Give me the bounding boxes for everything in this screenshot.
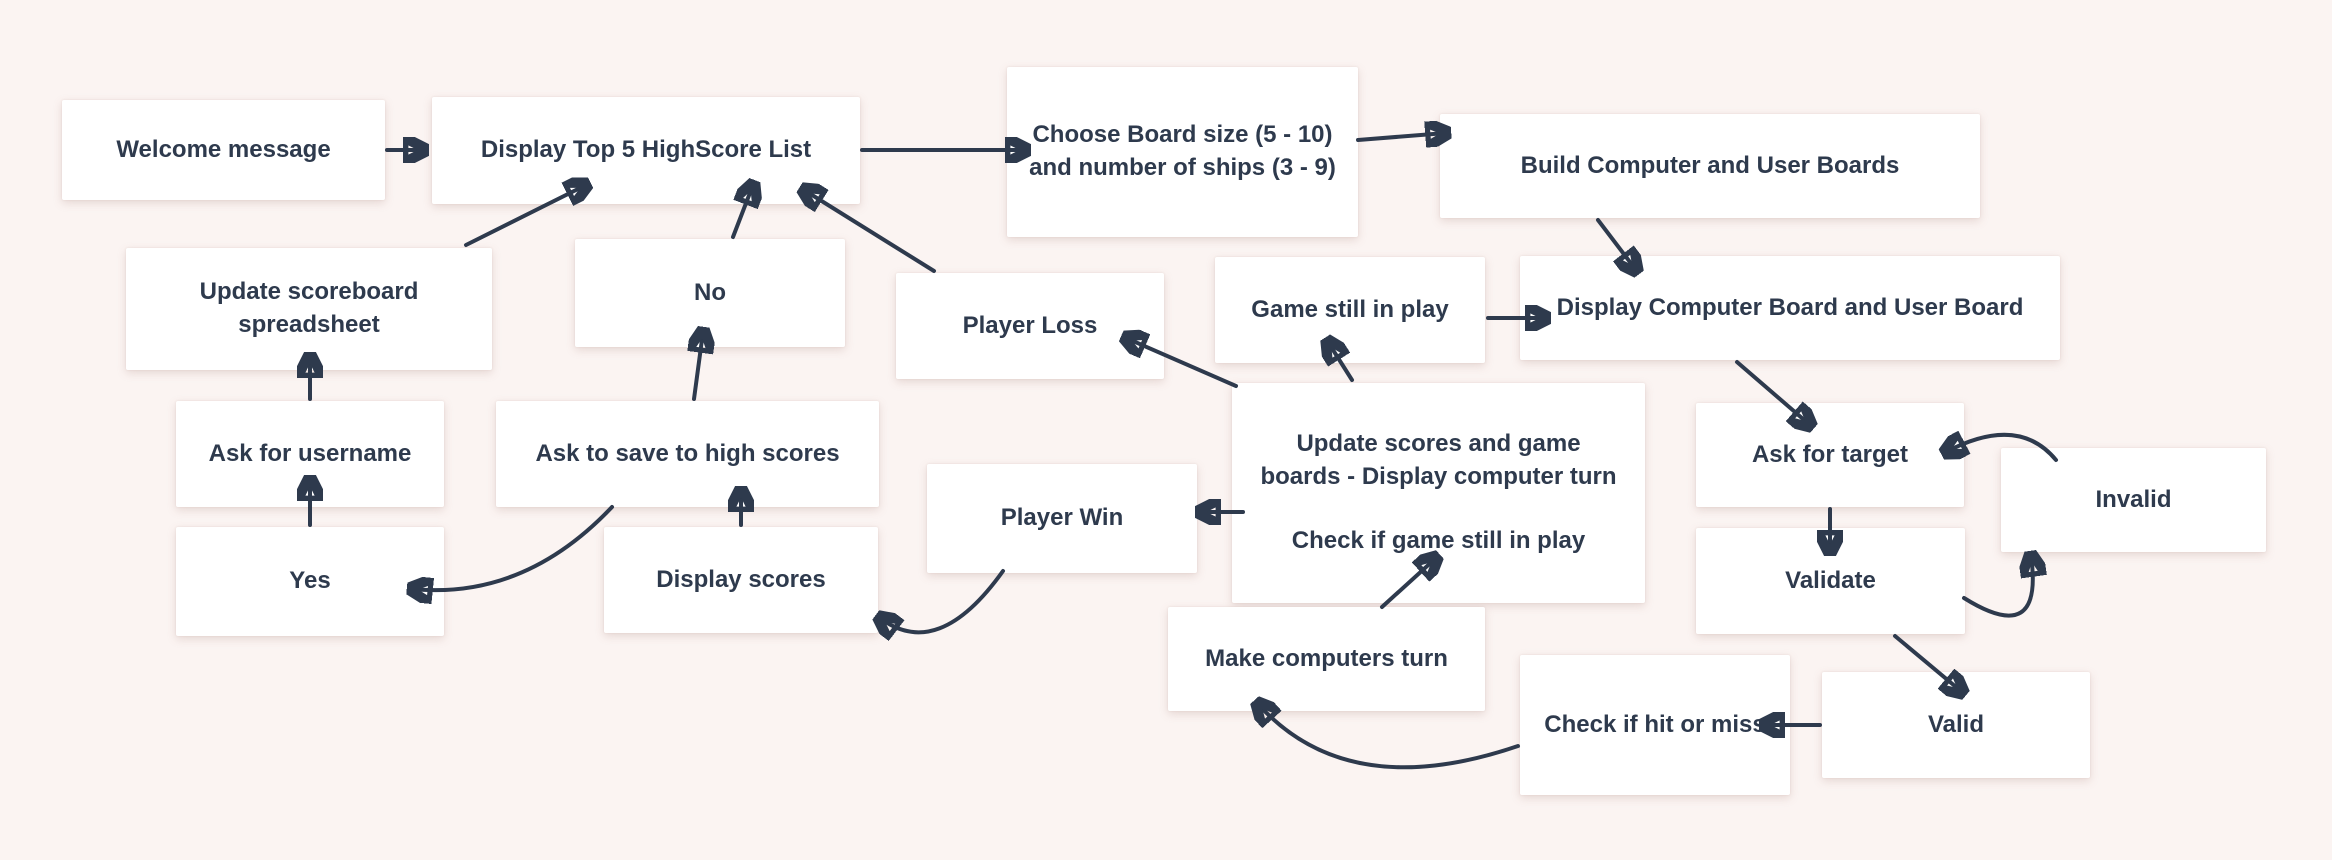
node-label: Display Computer Board and User Board (1556, 293, 2024, 321)
edge-ask-save-to-no[interactable] (694, 332, 703, 401)
node-check-if-hit-or-miss[interactable]: Check if hit or miss (1520, 655, 1790, 795)
node-label: Ask for target (1751, 440, 1909, 468)
node-label: Choose Board size (5 - 10) and number of… (1029, 121, 1336, 181)
node-update-scoreboard-spreadsheet[interactable]: Update scoreboard spreadsheet (126, 248, 492, 370)
node-label: Player Loss (962, 311, 1098, 339)
node-label: Yes (289, 567, 331, 595)
node-label: Player Win (1000, 504, 1124, 532)
edge-ask-save-to-yes[interactable] (412, 505, 614, 590)
node-update-scores-game-boards[interactable]: Update scores and game boards - Display … (1232, 383, 1645, 603)
node-display-computer-user-board[interactable]: Display Computer Board and User Board (1520, 256, 2060, 360)
node-label: Validate (1785, 566, 1876, 594)
node-label: Display scores (656, 565, 826, 593)
edge-validate-to-invalid[interactable] (1962, 556, 2033, 618)
node-label: Check if game still in play (1291, 527, 1586, 555)
edge-no-to-display-top5[interactable] (731, 185, 753, 239)
edge-build-boards-to-display-boards[interactable] (1596, 218, 1636, 270)
node-validate[interactable]: Validate (1696, 528, 1965, 634)
node-label: Update scores and game boards - Display … (1260, 430, 1617, 490)
edge-display-boards-to-ask-target[interactable] (1735, 360, 1810, 425)
node-player-win[interactable]: Player Win (927, 464, 1197, 573)
node-no[interactable]: No (575, 239, 845, 347)
edge-make-turn-to-update-scores[interactable] (1380, 558, 1436, 609)
node-player-loss[interactable]: Player Loss (896, 273, 1164, 379)
edge-update-scoreboard-to-display-top5[interactable] (464, 185, 586, 247)
node-label: Welcome message (116, 135, 331, 163)
edge-validate-to-valid[interactable] (1893, 634, 1962, 692)
node-label: Ask for username (208, 439, 412, 467)
edge-check-hit-to-make-turn[interactable] (1258, 704, 1520, 770)
node-ask-for-target[interactable]: Ask for target (1696, 403, 1964, 507)
edge-update-scores-to-game-still[interactable] (1328, 342, 1354, 382)
node-display-top5-highscore-list[interactable]: Display Top 5 HighScore List (432, 97, 860, 204)
edge-player-loss-to-display-top5[interactable] (804, 190, 936, 273)
node-label: Display Top 5 HighScore List (480, 136, 812, 164)
node-label: Invalid (2095, 485, 2172, 513)
node-invalid[interactable]: Invalid (2001, 448, 2266, 552)
node-game-still-in-play[interactable]: Game still in play (1215, 257, 1485, 363)
node-label: Ask to save to high scores (535, 439, 840, 467)
edge-player-win-to-display-scores[interactable] (880, 569, 1005, 632)
node-choose-board-size[interactable]: Choose Board size (5 - 10) and number of… (1007, 67, 1358, 237)
edge-invalid-to-ask-target[interactable] (1946, 435, 2058, 462)
node-label: Game still in play (1251, 295, 1449, 323)
edge-choose-board-to-build-boards[interactable] (1356, 133, 1446, 140)
node-label: No (694, 278, 726, 306)
node-yes[interactable]: Yes (176, 527, 444, 636)
node-label: Update scoreboard spreadsheet (199, 278, 419, 338)
edge-update-scores-to-player-loss[interactable] (1126, 338, 1238, 388)
node-display-scores[interactable]: Display scores (604, 527, 878, 633)
node-label: Valid (1927, 710, 1985, 738)
node-label: Check if hit or miss (1544, 710, 1766, 738)
node-label: Build Computer and User Boards (1520, 151, 1900, 179)
node-ask-save-high-scores[interactable]: Ask to save to high scores (496, 401, 879, 507)
node-label: Make computers turn (1205, 644, 1448, 672)
node-build-computer-user-boards[interactable]: Build Computer and User Boards (1440, 114, 1980, 218)
node-make-computers-turn[interactable]: Make computers turn (1168, 607, 1485, 711)
node-welcome-message[interactable]: Welcome message (62, 100, 385, 200)
